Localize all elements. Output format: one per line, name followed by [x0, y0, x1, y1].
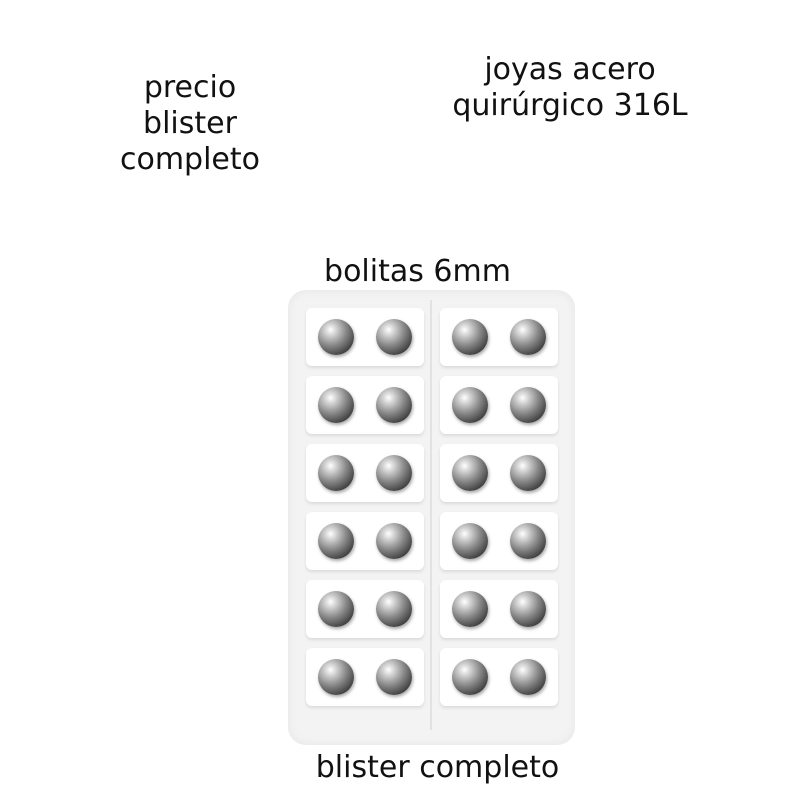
earring-stud [452, 523, 488, 559]
earring-stud [510, 659, 546, 695]
earring-stud [510, 591, 546, 627]
earring-stud [376, 319, 412, 355]
earring-stud [452, 591, 488, 627]
earring-stud [376, 387, 412, 423]
price-caption: precio blister completo [119, 70, 261, 177]
earring-stud [452, 455, 488, 491]
earring-stud [318, 591, 354, 627]
material-caption: joyas acero quirúrgico 316L [452, 52, 688, 123]
earring-stud [318, 387, 354, 423]
earring-stud [510, 455, 546, 491]
earring-stud [510, 523, 546, 559]
blister-center-divider [430, 300, 432, 730]
size-caption: bolitas 6mm [324, 254, 511, 289]
earring-stud [376, 591, 412, 627]
earring-stud [318, 455, 354, 491]
earring-stud [376, 523, 412, 559]
blister-caption: blister completo [315, 750, 560, 785]
earring-stud [510, 319, 546, 355]
earring-stud [452, 387, 488, 423]
earring-stud [452, 319, 488, 355]
earring-stud [452, 659, 488, 695]
earring-stud [376, 659, 412, 695]
earring-stud [318, 523, 354, 559]
earring-stud [318, 659, 354, 695]
earring-stud [510, 387, 546, 423]
earring-stud [376, 455, 412, 491]
earring-stud [318, 319, 354, 355]
